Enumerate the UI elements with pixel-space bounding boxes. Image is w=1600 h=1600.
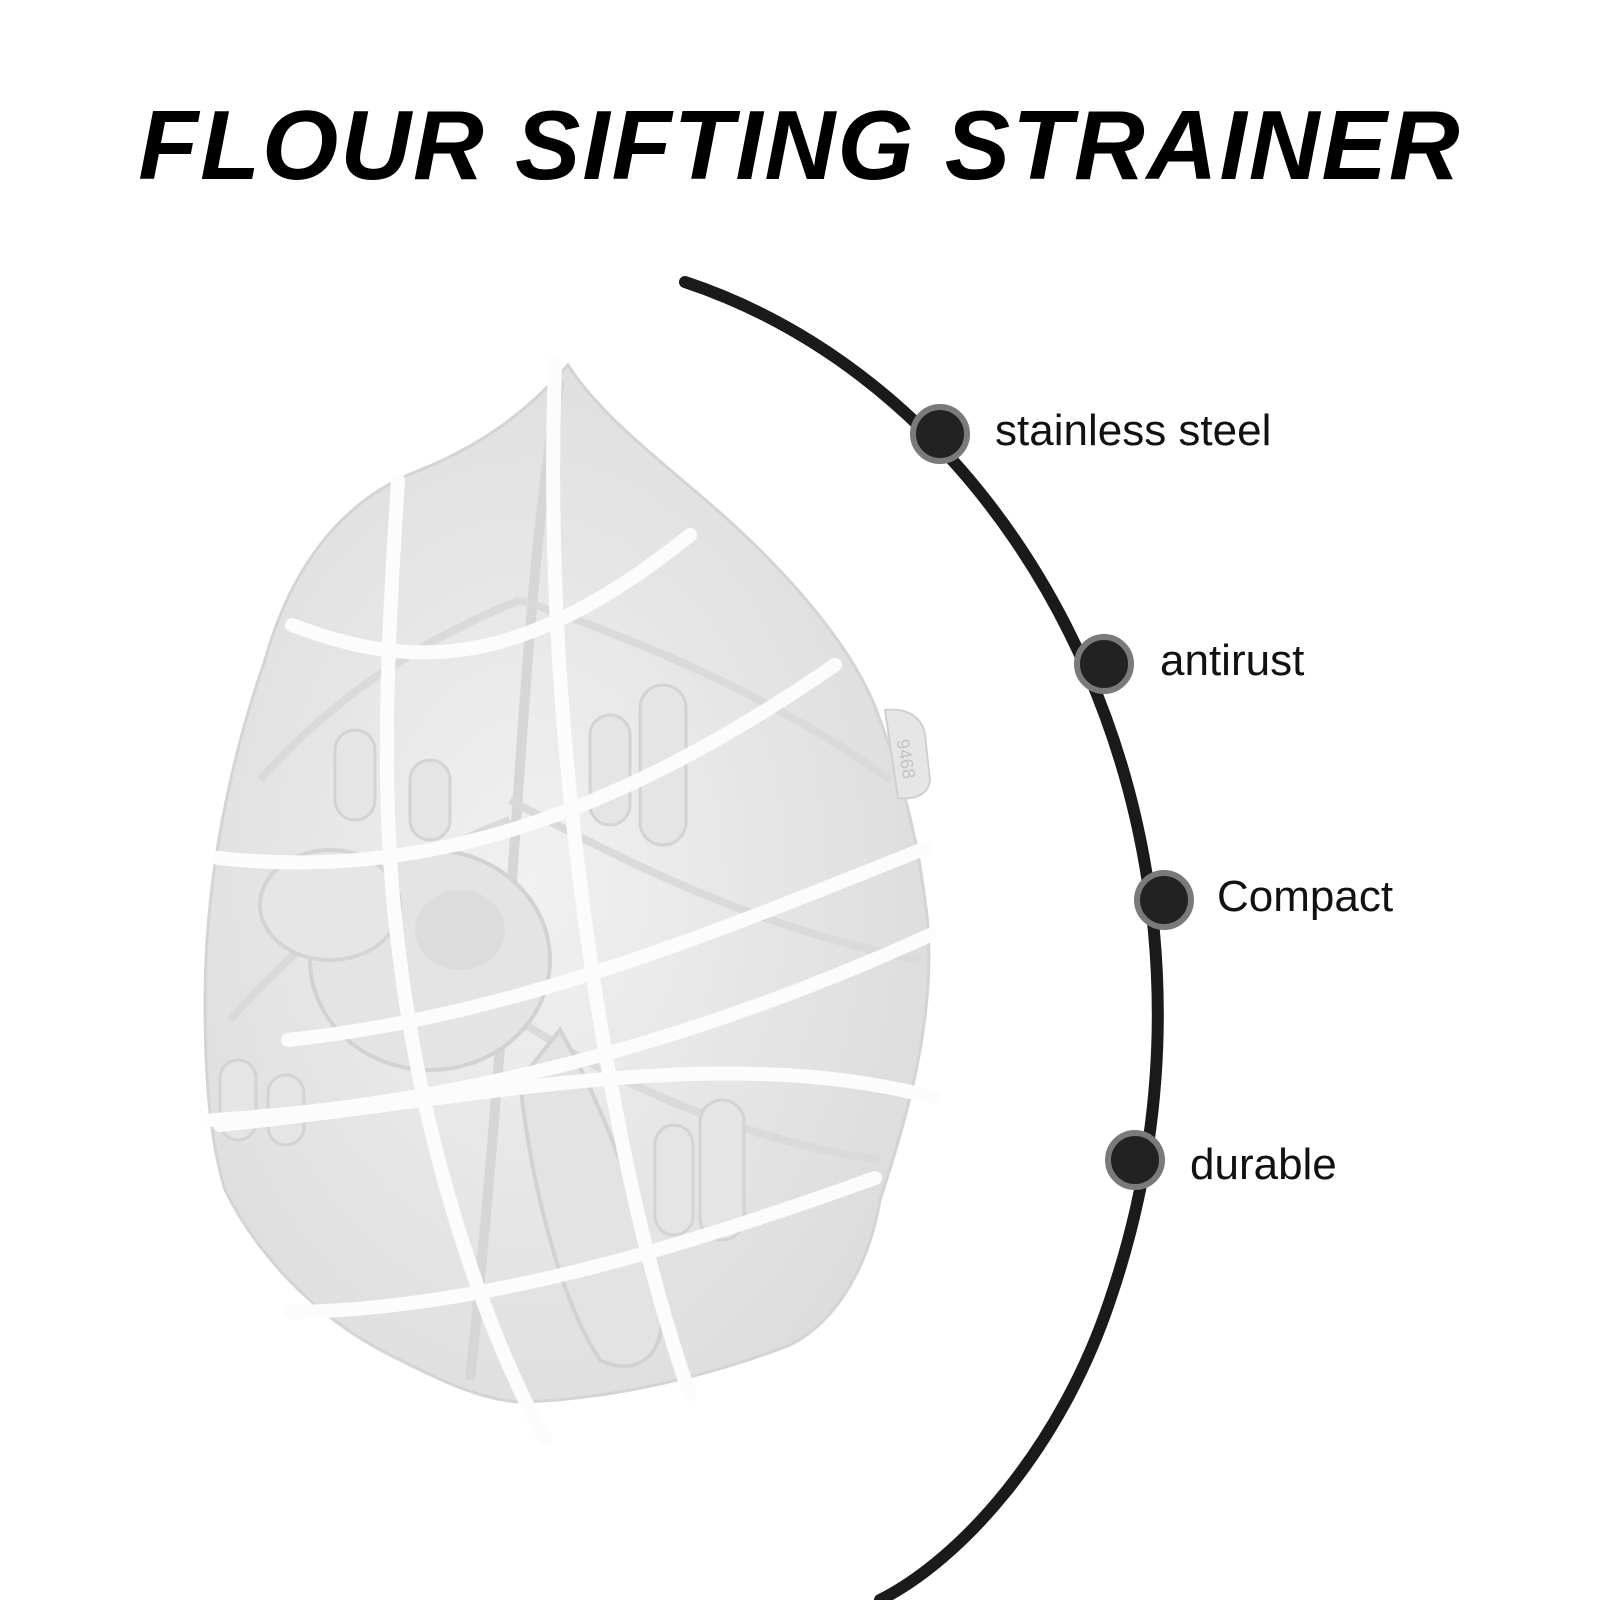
strainer-mesh: [206, 355, 942, 1447]
feature-label-durable: durable: [1190, 1140, 1337, 1189]
feature-dot-durable: [1105, 1130, 1165, 1190]
feature-label-antirust: antirust: [1160, 636, 1305, 685]
mold-tab: [883, 708, 932, 800]
page-title: FLOUR SIFTING STRAINER: [138, 90, 1462, 200]
feature-dot-compact: [1134, 870, 1194, 930]
feature-label-stainless-steel: stainless steel: [995, 406, 1272, 455]
feature-label-compact: Compact: [1217, 872, 1394, 921]
feature-dot-stainless-steel: [910, 404, 970, 464]
feature-dot-antirust: [1074, 634, 1134, 694]
